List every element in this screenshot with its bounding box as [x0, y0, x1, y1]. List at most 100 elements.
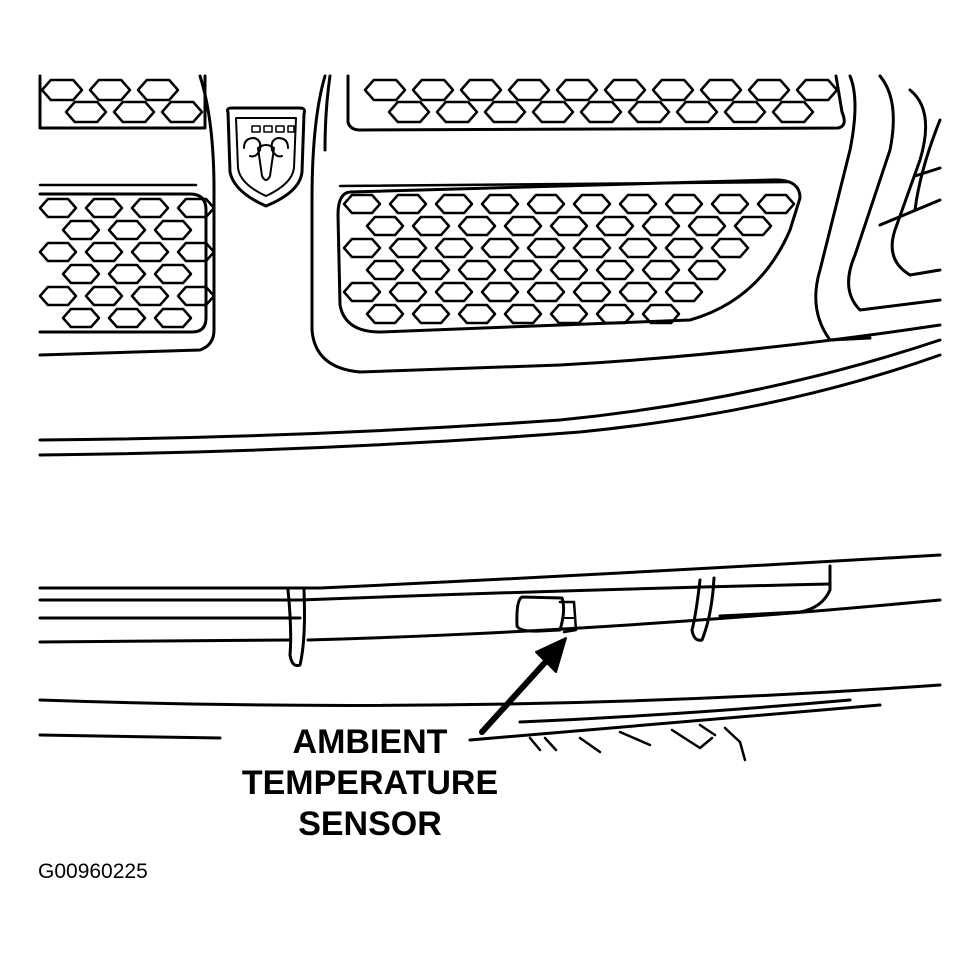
- grille-cell: [107, 219, 147, 241]
- grille-cell: [603, 78, 647, 102]
- grille-cell: [641, 259, 681, 281]
- callout-line-3: SENSOR: [298, 805, 442, 843]
- grille-cell: [136, 78, 180, 102]
- sensor-callout-label: AMBIENT TEMPERATURE SENSOR: [230, 722, 510, 845]
- grille-cell: [130, 197, 170, 219]
- grille-cell: [480, 237, 520, 259]
- grille-cell: [480, 193, 520, 215]
- grille-cell: [459, 78, 503, 102]
- grille-cell: [61, 307, 101, 329]
- grille-cell: [526, 237, 566, 259]
- grille-cell: [503, 259, 543, 281]
- grille-cell: [503, 215, 543, 237]
- grille-cell: [112, 100, 156, 124]
- grille-cell: [641, 303, 681, 325]
- grille-cell: [526, 281, 566, 303]
- grille-cell: [710, 237, 750, 259]
- grille-cell: [457, 215, 497, 237]
- grille-cell: [503, 303, 543, 325]
- grille-cell: [531, 100, 575, 124]
- ram-head-icon: [226, 106, 306, 208]
- grille-cell: [795, 78, 839, 102]
- grille-cell: [549, 303, 589, 325]
- grille-cell: [411, 303, 451, 325]
- grille-cell: [483, 100, 527, 124]
- grille-cell: [38, 285, 78, 307]
- grille-cell: [756, 193, 796, 215]
- grille-cell: [664, 237, 704, 259]
- grille-cell: [549, 259, 589, 281]
- grille-cell: [84, 285, 124, 307]
- grille-cell: [84, 241, 124, 263]
- grille-cell: [40, 78, 84, 102]
- grille-cells: [363, 78, 839, 124]
- grille-cell: [64, 100, 108, 124]
- lower-valance: [38, 553, 942, 762]
- grille-cell: [747, 78, 791, 102]
- grille-cell: [130, 285, 170, 307]
- grille-cell: [595, 259, 635, 281]
- grille-cell: [153, 219, 193, 241]
- grille-cell: [38, 197, 78, 219]
- grille-cell: [651, 78, 695, 102]
- grille-cell: [411, 215, 451, 237]
- grille-cells: [38, 197, 216, 329]
- grille-cell: [61, 263, 101, 285]
- grille-cell: [434, 193, 474, 215]
- grille-cell: [38, 241, 78, 263]
- grille-cell: [675, 100, 719, 124]
- callout-line-1: AMBIENT: [292, 723, 448, 761]
- grille-cell: [664, 193, 704, 215]
- grille-cell: [365, 259, 405, 281]
- grille-cell: [176, 241, 216, 263]
- grille-cell: [549, 215, 589, 237]
- grille-cell: [595, 303, 635, 325]
- grille-cell: [434, 237, 474, 259]
- grille-cell: [723, 100, 767, 124]
- grille-cell: [579, 100, 623, 124]
- grille-cell: [699, 78, 743, 102]
- grille-cell: [618, 237, 658, 259]
- grille-cell: [618, 281, 658, 303]
- grille-upper-right: [346, 74, 846, 132]
- grille-lower-right: [336, 178, 802, 334]
- grille-cell: [572, 193, 612, 215]
- grille-cell: [572, 281, 612, 303]
- grille-cell: [365, 303, 405, 325]
- grille-cell: [595, 215, 635, 237]
- grille-cell: [627, 100, 671, 124]
- grille-cell: [572, 237, 612, 259]
- grille-cell: [507, 78, 551, 102]
- grille-cell: [153, 307, 193, 329]
- grille-cell: [480, 281, 520, 303]
- callout-line-2: TEMPERATURE: [241, 764, 499, 802]
- figure-id: G00960225: [38, 860, 148, 883]
- grille-cell: [388, 281, 428, 303]
- grille-cell: [457, 303, 497, 325]
- grille-cells: [40, 78, 204, 124]
- grille-cell: [687, 215, 727, 237]
- grille-cell: [130, 241, 170, 263]
- grille-cell: [176, 285, 216, 307]
- grille-cell: [664, 281, 704, 303]
- grille-cell: [88, 78, 132, 102]
- grille-cell: [457, 259, 497, 281]
- sensor-arrow-icon: [479, 637, 567, 735]
- grille-cell: [687, 259, 727, 281]
- grille-cell: [411, 78, 455, 102]
- grille-cell: [435, 100, 479, 124]
- grille-cell: [388, 237, 428, 259]
- grille-cell: [526, 193, 566, 215]
- grille-cell: [342, 237, 382, 259]
- grille-cell: [153, 263, 193, 285]
- ambient-temperature-sensor: [515, 595, 578, 634]
- grille-cell: [434, 281, 474, 303]
- grille-cell: [387, 100, 431, 124]
- grille-cell: [365, 215, 405, 237]
- grille-cell: [176, 197, 216, 219]
- grille-upper-left: [38, 74, 207, 130]
- grille-cell: [107, 307, 147, 329]
- grille-cell: [84, 197, 124, 219]
